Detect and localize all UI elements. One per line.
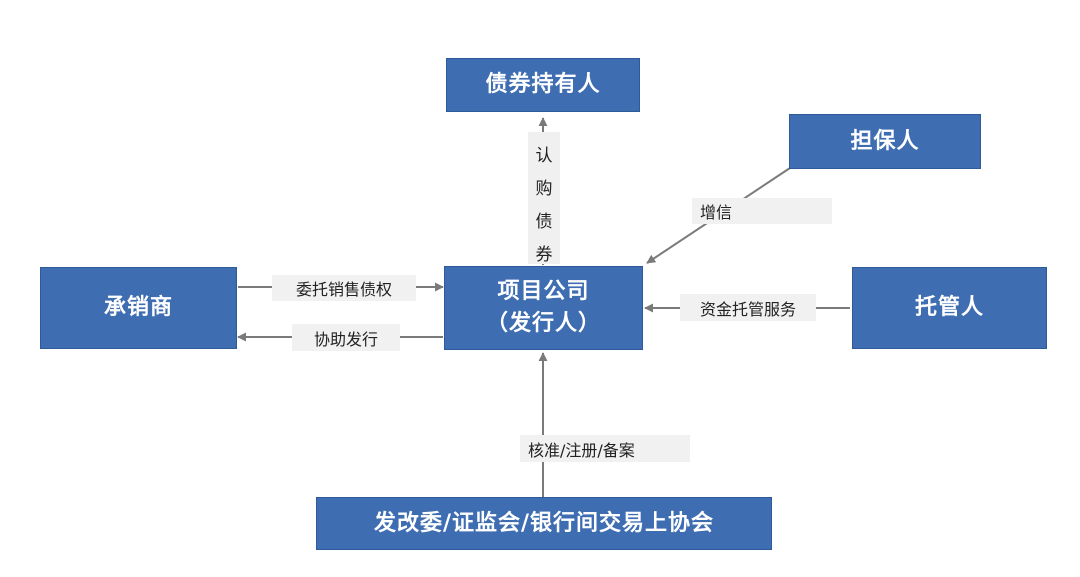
edge-label-credit-enhancement-text: 增信 xyxy=(700,203,733,222)
node-issuer-label-role: （发行人） xyxy=(485,311,601,336)
edge-label-subscribe-char-1: 认 xyxy=(535,146,553,166)
node-underwriter: 承销商 xyxy=(40,267,237,349)
node-issuer-label-name: 项目公司 xyxy=(497,279,590,305)
edge-label-custody-service: 资金托管服务 xyxy=(680,294,816,321)
edge-label-assist-issuance: 协助发行 xyxy=(292,324,400,351)
edge-label-entrust-sales: 委托销售债权 xyxy=(272,275,416,301)
node-guarantor-label: 担保人 xyxy=(850,128,920,154)
node-regulators: 发改委/证监会/银行间交易上协会 xyxy=(316,497,772,550)
edge-label-approval-text: 核准/注册/备案 xyxy=(528,440,635,460)
edge-label-credit-enhancement: 增信 xyxy=(692,198,832,224)
node-bondholder-label: 债券持有人 xyxy=(485,72,601,98)
edge-label-subscribe-char-3: 债 xyxy=(535,212,553,233)
node-issuer: 项目公司 （发行人） xyxy=(444,266,643,350)
node-underwriter-label: 承销商 xyxy=(103,295,173,321)
edge-label-custody-service-text: 资金托管服务 xyxy=(699,299,796,319)
edge-label-subscribe-char-4: 券 xyxy=(535,245,553,264)
edge-label-approval: 核准/注册/备案 xyxy=(520,435,690,462)
edge-label-subscribe-char-2: 购 xyxy=(535,179,553,200)
edge-label-assist-issuance-text: 协助发行 xyxy=(313,329,378,349)
edge-label-subscribe: 认 购 债 券 xyxy=(528,132,560,264)
edge-label-entrust-sales-text: 委托销售债权 xyxy=(295,280,392,299)
node-custodian: 托管人 xyxy=(852,267,1047,349)
node-custodian-label: 托管人 xyxy=(914,295,984,321)
node-guarantor: 担保人 xyxy=(789,114,981,169)
node-regulators-label: 发改委/证监会/银行间交易上协会 xyxy=(373,510,715,536)
node-bondholder: 债券持有人 xyxy=(446,58,640,112)
